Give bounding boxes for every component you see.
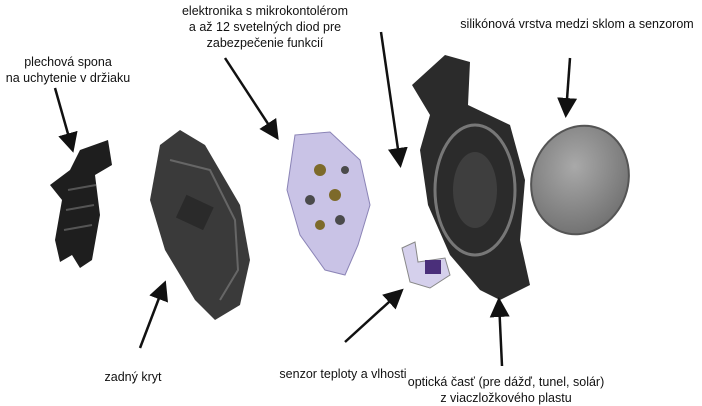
arrow-silicone bbox=[557, 57, 578, 118]
label-line: elektronika s mikrokontolérom bbox=[181, 4, 349, 18]
metal-clip-part bbox=[50, 140, 112, 268]
label-line: plechová spona bbox=[24, 55, 112, 69]
arrow-temp-sensor bbox=[344, 288, 404, 343]
arrow-optical-top bbox=[379, 31, 408, 168]
label-line: na uchytenie v držiaku bbox=[5, 71, 131, 85]
label-line: optická časť (pre dážď, tunel, solár) bbox=[407, 375, 605, 389]
label-optical: optická časť (pre dážď, tunel, solár) z … bbox=[408, 374, 604, 406]
arrow-electronics bbox=[223, 57, 279, 141]
label-electronics: elektronika s mikrokontolérom a až 12 sv… bbox=[182, 3, 348, 51]
optical-part bbox=[412, 55, 530, 300]
electronics-pcb-part bbox=[286, 131, 371, 276]
label-temp-sensor: senzor teploty a vlhosti bbox=[279, 367, 407, 381]
label-clip: plechová spona na uchytenie v držiaku bbox=[6, 54, 130, 86]
label-line: zabezpečenie funkcií bbox=[206, 36, 324, 50]
label-back-cover: zadný kryt bbox=[104, 370, 162, 384]
arrow-clip bbox=[53, 87, 78, 153]
label-silicone: silikónová vrstva medzi sklom a senzorom bbox=[460, 17, 694, 31]
back-cover-part bbox=[150, 130, 250, 320]
arrow-back-cover bbox=[138, 280, 169, 349]
label-line: z viaczložkového plastu bbox=[440, 391, 572, 405]
arrow-optical bbox=[489, 297, 510, 367]
silicone-layer-part bbox=[530, 124, 630, 236]
temperature-humidity-sensor-part bbox=[401, 241, 451, 289]
label-line: a až 12 svetelných diod pre bbox=[188, 20, 342, 34]
